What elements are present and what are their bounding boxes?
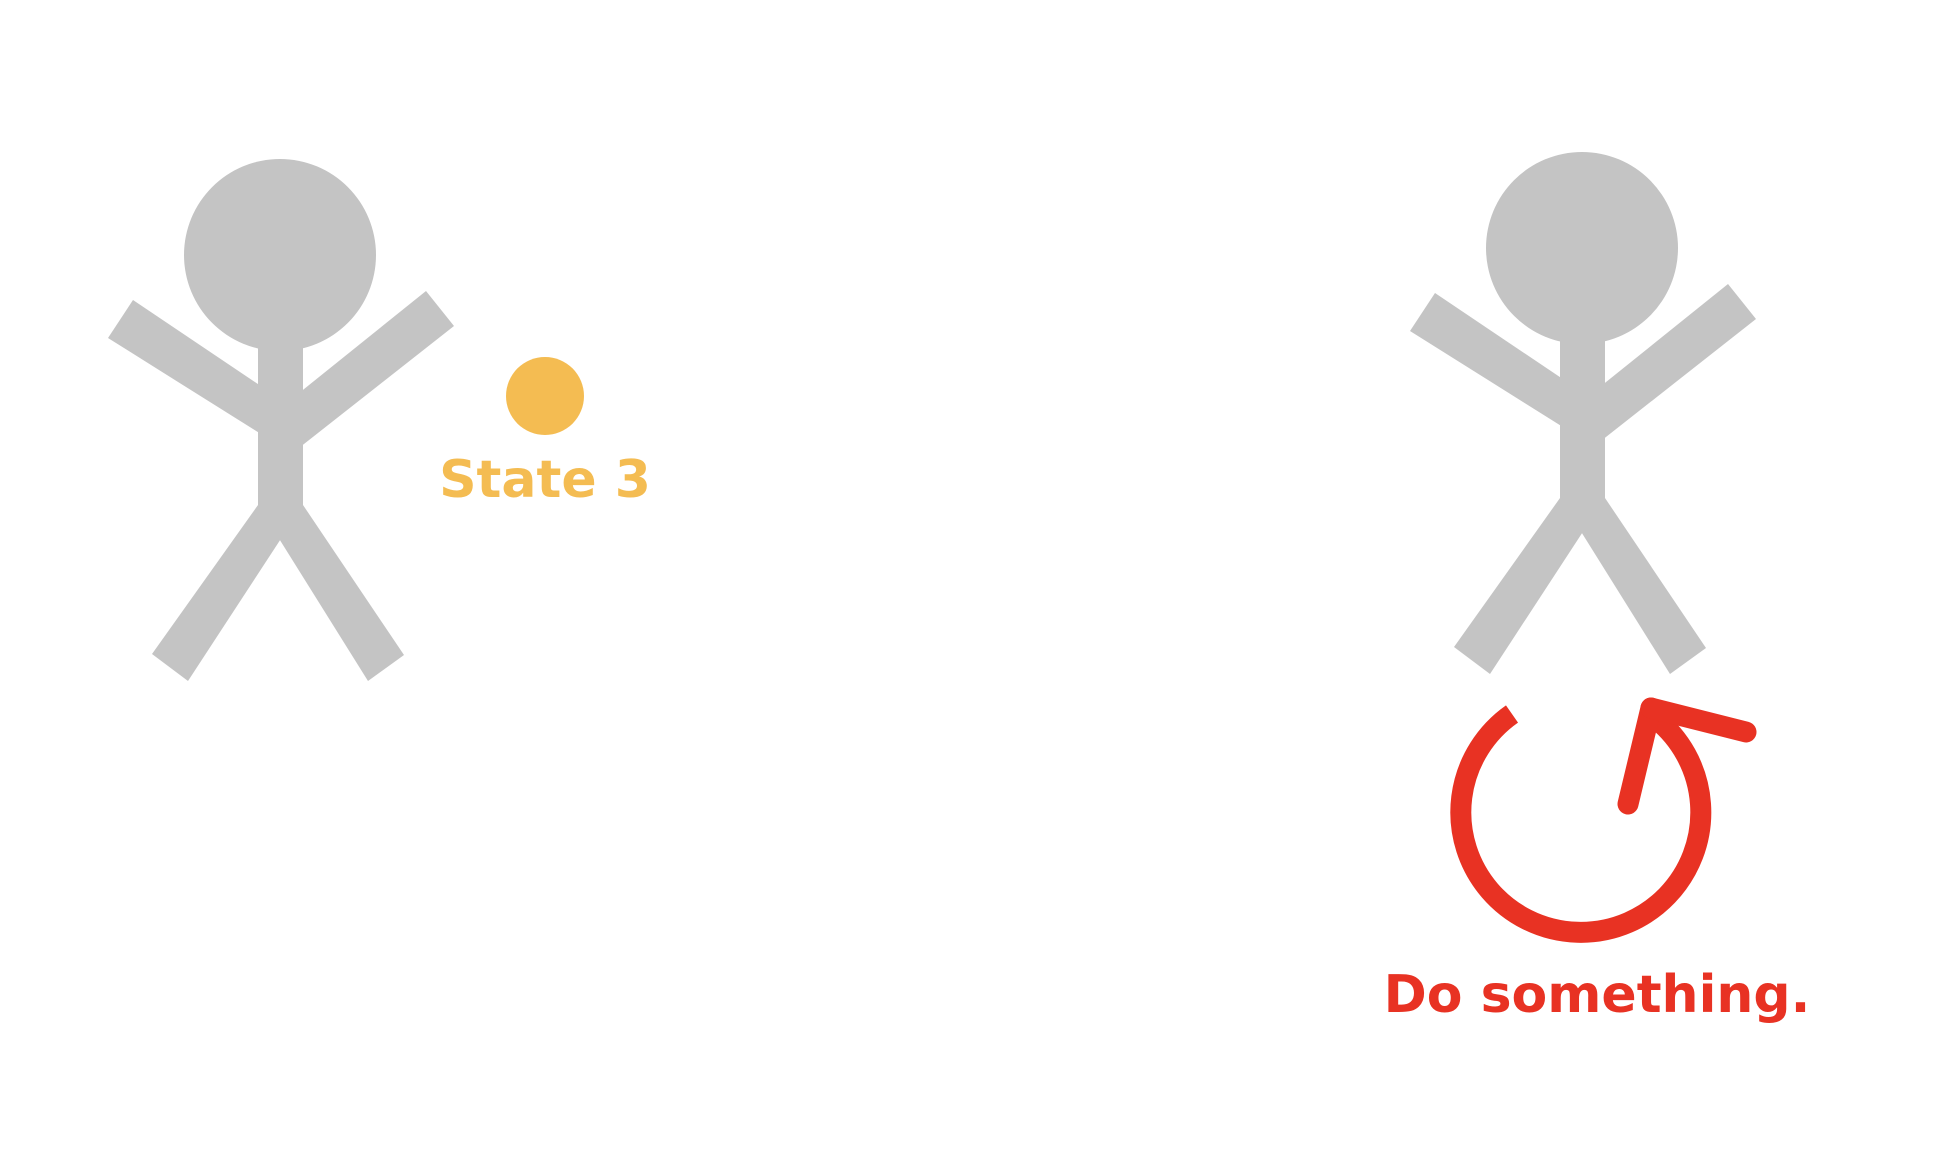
stick-figure-right-arm [1570,284,1756,448]
stick-figure-left-arm [108,300,292,446]
stick-figure-left-leg [1454,498,1605,674]
stick-figure-right-arm [268,291,454,455]
stick-figure-left-leg [152,505,303,681]
stick-figure-right [1410,152,1756,674]
stick-figure-right-leg [1560,498,1706,674]
action-label: Do something. [1384,965,1811,1025]
stick-figure-left-arm [1410,293,1594,439]
stick-figure-head [1486,152,1678,344]
stick-figure-right-leg [258,505,404,681]
stick-figure-left [108,159,454,681]
state-label: State 3 [439,450,651,510]
stick-figure-head [184,159,376,351]
circular-arrow-icon [1450,697,1757,943]
state-marker-dot [506,357,584,435]
